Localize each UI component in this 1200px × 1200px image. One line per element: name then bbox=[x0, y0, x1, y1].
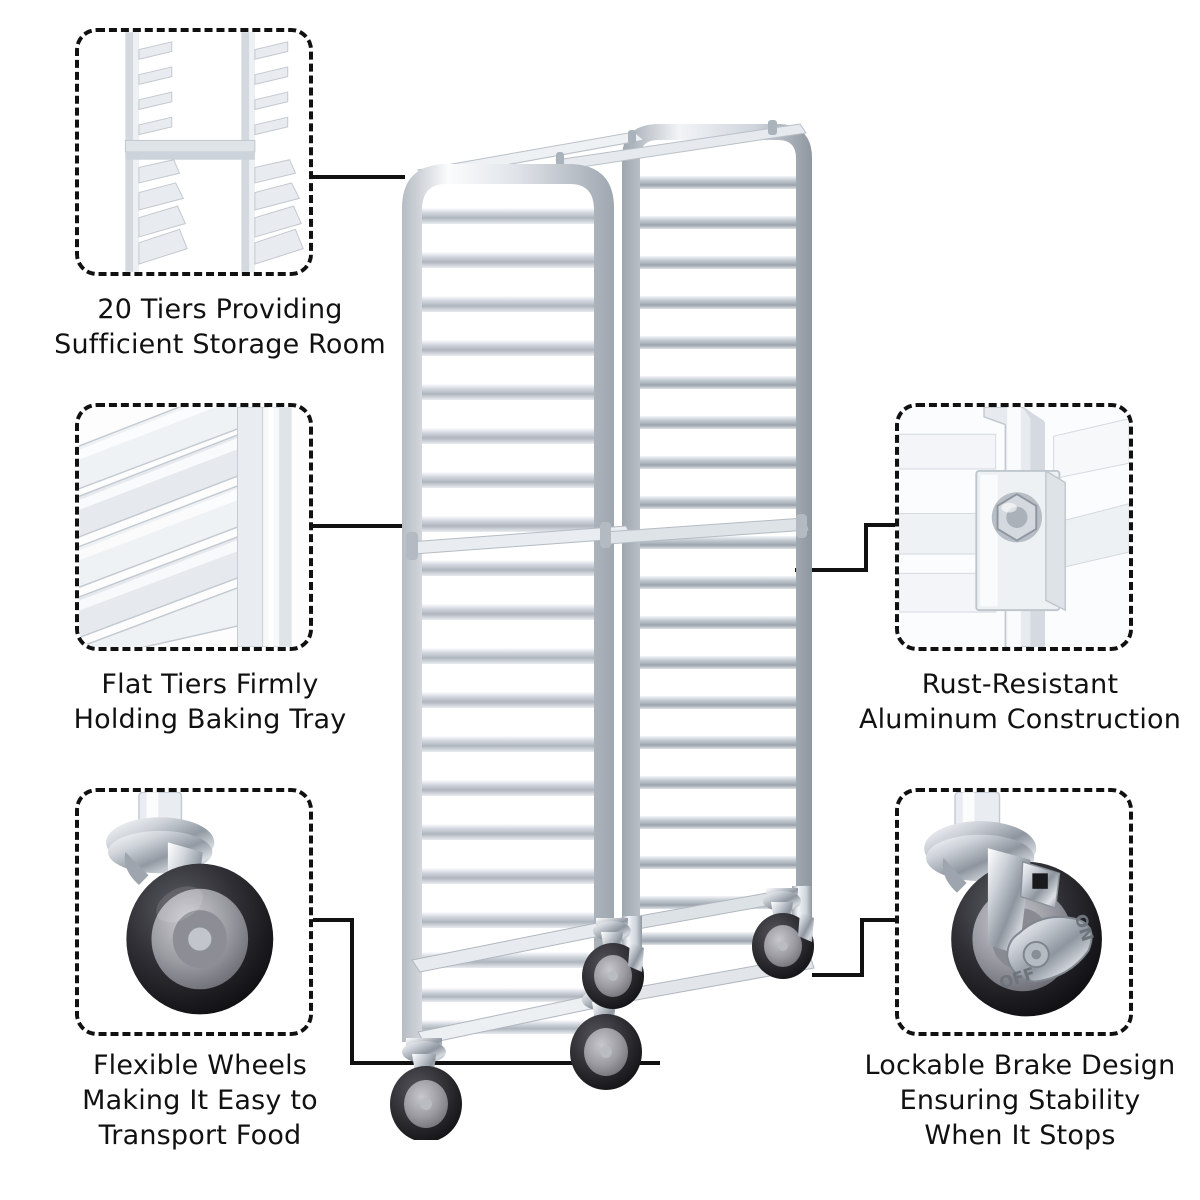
caster-rear-left bbox=[582, 918, 644, 1009]
caster-rear-right bbox=[752, 888, 814, 979]
callout-caption-flat-tiers: Flat Tiers Firmly Holding Baking Tray bbox=[73, 669, 347, 736]
rack-front-panel bbox=[402, 164, 614, 1042]
front-tier-rails bbox=[422, 208, 594, 1034]
flat-tier-rail-closeup-icon bbox=[79, 407, 309, 647]
rack-rear-panel bbox=[622, 124, 812, 952]
callout-box-aluminum bbox=[895, 403, 1133, 651]
caster-front-left bbox=[390, 1038, 462, 1140]
tier-stack-closeup-icon bbox=[79, 32, 309, 272]
lockable-brake-caster-icon: ON OFF bbox=[899, 792, 1129, 1032]
aluminum-post-bolt-icon bbox=[899, 407, 1129, 647]
callout-box-tiers bbox=[75, 28, 313, 276]
callout-box-wheels bbox=[75, 788, 313, 1036]
rear-tier-rails bbox=[640, 176, 796, 945]
callout-caption-aluminum: Rust-Resistant Aluminum Construction bbox=[858, 669, 1182, 736]
rack-middle-brace bbox=[406, 514, 809, 560]
swivel-caster-icon bbox=[79, 792, 309, 1032]
callout-box-flat-tiers bbox=[75, 403, 313, 651]
product-image-bakery-rack bbox=[360, 80, 860, 1140]
callout-box-brake: ON OFF bbox=[895, 788, 1133, 1036]
callout-caption-wheels: Flexible Wheels Making It Easy to Transp… bbox=[82, 1050, 318, 1152]
callout-caption-tiers: 20 Tiers Providing Sufficient Storage Ro… bbox=[54, 294, 386, 361]
callout-caption-brake: Lockable Brake Design Ensuring Stability… bbox=[864, 1050, 1176, 1152]
